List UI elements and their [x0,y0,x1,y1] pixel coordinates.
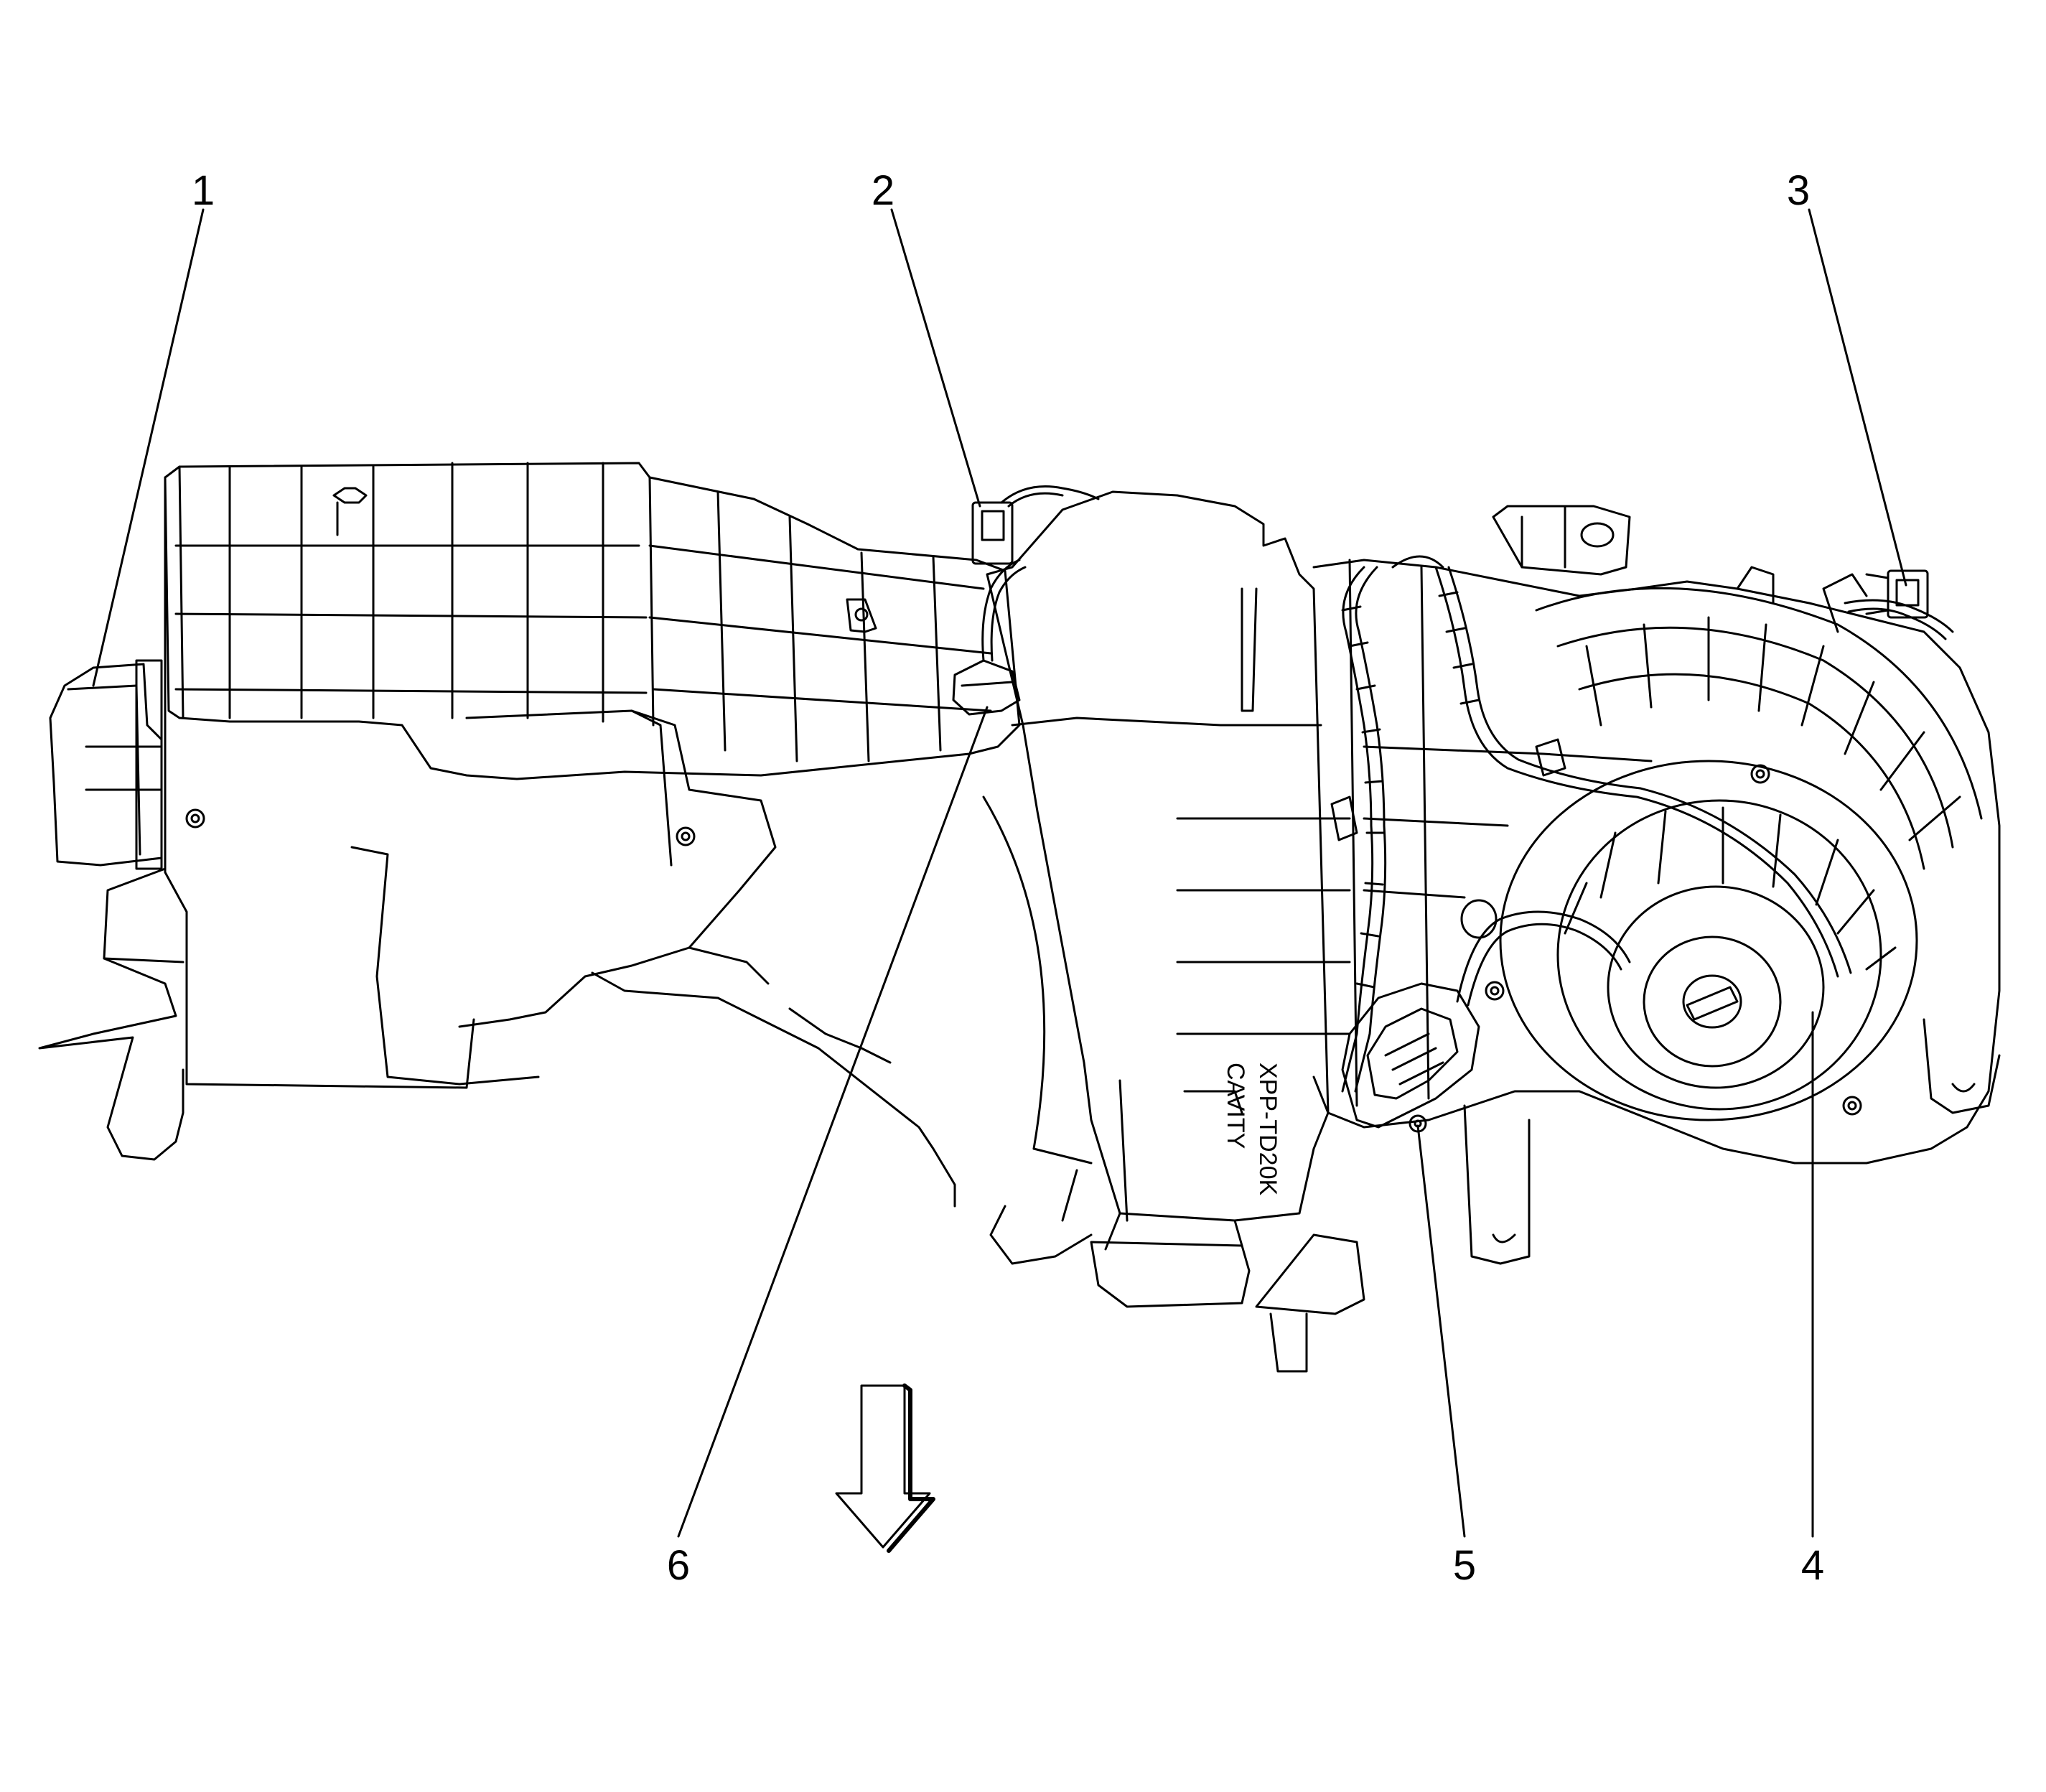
left-actuator [49,659,163,870]
leader-2 [890,208,981,508]
lower-left-duct [38,709,956,1208]
connector-2 [971,485,1100,565]
callout-4: 4 [1801,1542,1824,1589]
stamp-line-2: CAVITY [1222,1063,1249,1149]
callout-3: 3 [1787,167,1810,214]
blower-resistor-module [1341,899,1631,1133]
callout-2: 2 [872,167,894,214]
callout-labels: 1 2 3 4 5 6 [192,167,1824,1589]
callout-5: 5 [1453,1542,1476,1589]
leader-5 [1416,1124,1466,1538]
left-housing [164,462,1021,1089]
leader-lines [92,208,1907,1538]
leader-1 [92,208,205,687]
callout-1: 1 [192,167,215,214]
center-plenum [982,490,1365,1373]
leader-6 [677,706,989,1538]
direction-down-arrow [835,1383,935,1553]
connector-3 [1865,569,1929,619]
stamp-line-1: XPP-TD20K [1254,1063,1281,1195]
housing-stamp: XPP-TD20K CAVITY [1222,1063,1281,1195]
right-blower-housing [1312,505,2001,1265]
wiring-harness [1330,555,1954,1093]
callout-6: 6 [667,1542,690,1589]
connector-6 [952,559,1027,716]
leader-3 [1808,208,1907,587]
